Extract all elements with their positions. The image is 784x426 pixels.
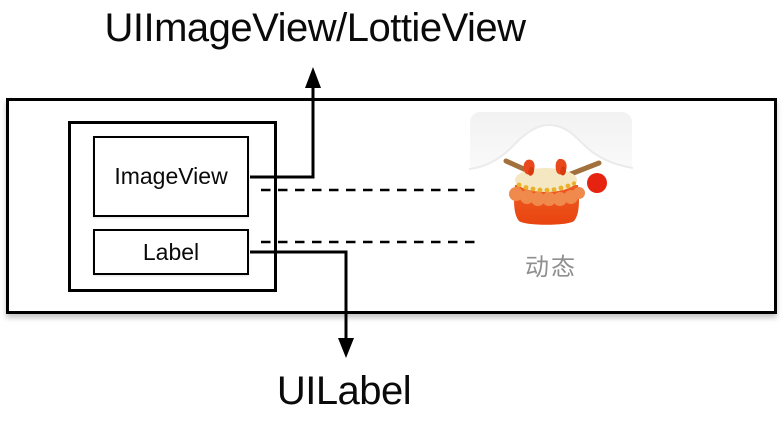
label-box-label: Label (142, 238, 200, 265)
title-uilabel: UILabel (276, 369, 412, 413)
flame-decorations (523, 158, 567, 176)
drum-scallops (509, 187, 585, 206)
arrowhead-up-icon (305, 67, 321, 88)
snow-mound-edge (469, 123, 633, 170)
arrowhead-down-icon (338, 338, 354, 358)
imageview-box-label: ImageView (114, 163, 228, 189)
drum-caption: 动态 (525, 254, 577, 281)
label-box: Label (93, 229, 249, 275)
drum-icon (469, 112, 633, 241)
red-badge-dot (587, 173, 607, 193)
title-uiimageview-lottieview: UIImageView/LottieView (104, 6, 526, 50)
imageview-box: ImageView (93, 136, 249, 217)
drum-studs (516, 181, 577, 193)
